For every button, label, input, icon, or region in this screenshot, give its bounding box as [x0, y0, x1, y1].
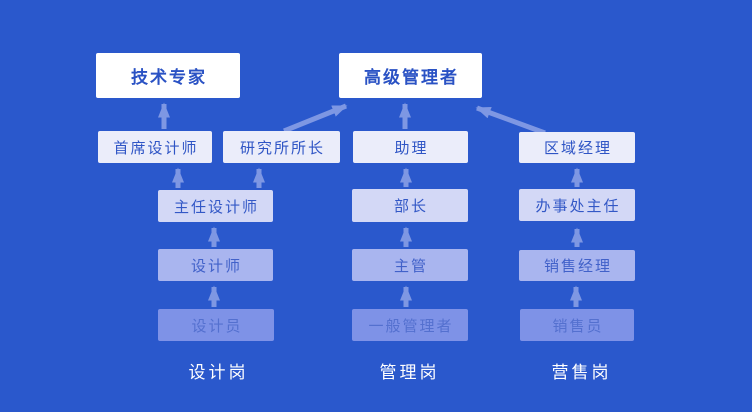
arrow-institute-director-to-senior-manager — [283, 103, 348, 134]
node-director-designer: 主任设计师 — [158, 190, 273, 222]
node-sales-manager: 销售经理 — [519, 250, 635, 281]
node-department-head: 部长 — [352, 189, 468, 222]
node-regional-manager: 区域经理 — [519, 132, 635, 163]
node-senior-manager: 高级管理者 — [339, 53, 482, 98]
node-junior-designer: 设计员 — [158, 309, 274, 341]
node-assistant: 助理 — [353, 131, 468, 163]
column-label-management: 管理岗 — [379, 363, 440, 383]
node-salesperson: 销售员 — [520, 309, 634, 341]
node-chief-designer: 首席设计师 — [98, 131, 212, 163]
node-institute-director: 研究所所长 — [223, 131, 340, 163]
node-office-director: 办事处主任 — [519, 189, 635, 221]
node-designer: 设计师 — [158, 249, 273, 281]
node-supervisor: 主管 — [352, 249, 468, 281]
node-tech-expert: 技术专家 — [96, 53, 240, 98]
arrow-regional-manager-to-senior-manager — [475, 105, 546, 136]
node-general-manager: 一般管理者 — [352, 309, 468, 341]
column-label-sales: 营售岗 — [551, 363, 612, 383]
column-label-design: 设计岗 — [188, 363, 249, 383]
